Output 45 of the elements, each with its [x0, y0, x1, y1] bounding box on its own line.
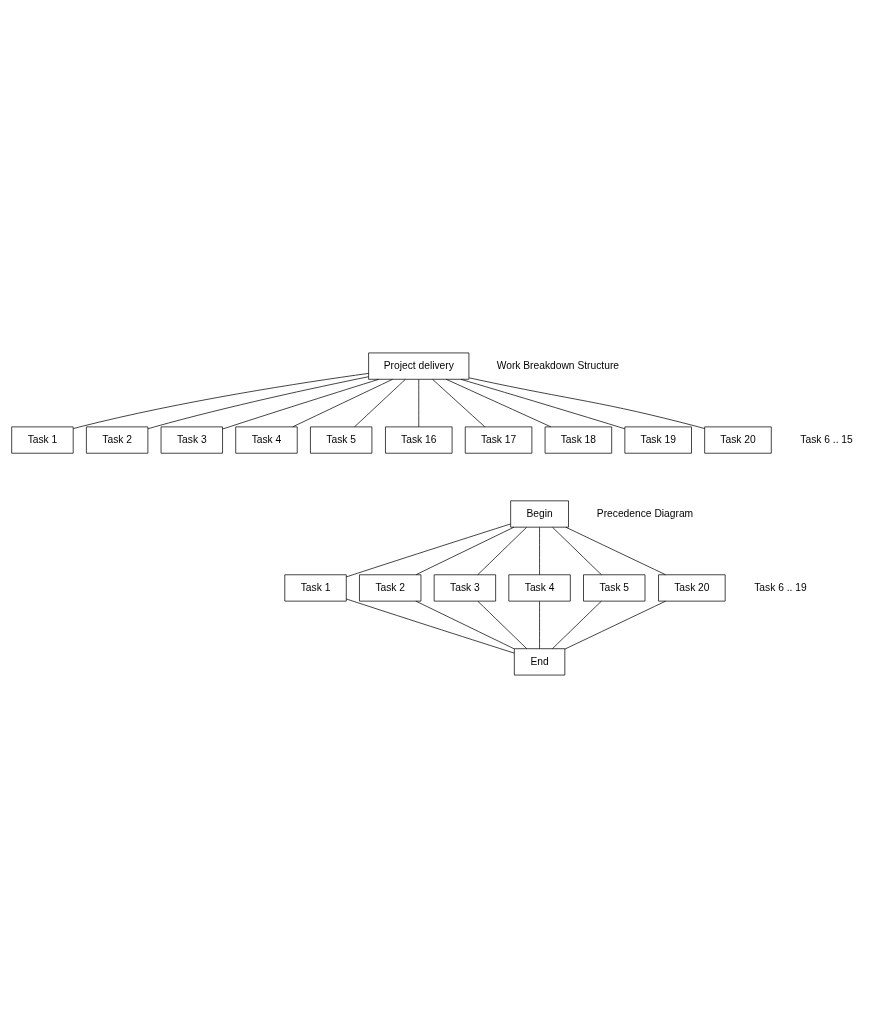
connector	[354, 379, 406, 428]
connector	[147, 376, 369, 430]
node-box: Task 19	[624, 426, 692, 454]
node-box: Task 1	[284, 574, 347, 602]
connector	[415, 600, 515, 650]
node-box: Task 3	[433, 574, 496, 602]
node-box: Task 3	[160, 426, 223, 454]
label: Task 6 .. 15	[800, 433, 853, 445]
node-box: Task 4	[508, 574, 571, 602]
connector	[552, 527, 602, 576]
node-box: Task 20	[704, 426, 772, 454]
node-box: Task 5	[583, 574, 646, 602]
node-box: Task 2	[359, 574, 422, 602]
connector	[222, 378, 380, 430]
connector	[564, 600, 667, 650]
connector	[539, 600, 540, 650]
label: Work Breakdown Structure	[496, 359, 620, 371]
node-box: Task 5	[310, 426, 373, 454]
label: Task 6 .. 19	[754, 581, 807, 593]
node-box: Task 4	[235, 426, 298, 454]
node-box: Project delivery	[368, 352, 470, 380]
connector	[477, 527, 527, 576]
connector	[460, 378, 626, 430]
node-box: Task 1	[11, 426, 74, 454]
connector	[345, 523, 511, 578]
connector	[539, 527, 540, 576]
connector	[418, 379, 420, 428]
node-box: Begin	[510, 500, 569, 528]
node-box: Task 16	[385, 426, 453, 454]
connector	[415, 526, 515, 576]
node-box: Task 17	[464, 426, 533, 454]
node-box: Task 20	[658, 574, 726, 602]
connector	[565, 526, 666, 576]
connector	[477, 600, 528, 650]
node-box: End	[513, 648, 566, 676]
node-box: Task 18	[544, 426, 613, 454]
label: Precedence Diagram	[596, 507, 694, 519]
connector	[72, 373, 369, 429]
connector	[345, 598, 515, 654]
connector	[292, 378, 393, 428]
connector	[552, 600, 602, 650]
connector	[445, 378, 552, 428]
connector	[468, 377, 705, 429]
node-box: Task 2	[86, 426, 149, 454]
connector	[432, 379, 486, 428]
